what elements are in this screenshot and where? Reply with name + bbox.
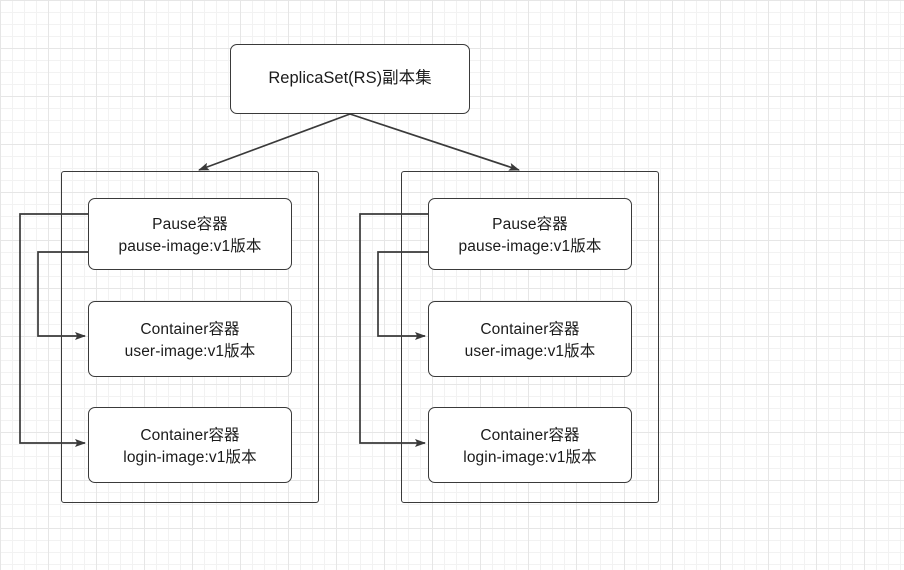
container-left-user[interactable]: Container容器 user-image:v1版本 — [88, 301, 292, 377]
pod-group-left[interactable] — [61, 171, 319, 503]
edge-rs-to-pod-left — [198, 113, 351, 171]
container-left-login[interactable]: Container容器 login-image:v1版本 — [88, 407, 292, 483]
container-right-login[interactable]: Container容器 login-image:v1版本 — [428, 407, 632, 483]
container-left-user-line2: user-image:v1版本 — [124, 343, 256, 360]
edge-rs-to-pod-right — [349, 113, 520, 171]
container-right-login-line1: Container容器 — [480, 427, 580, 444]
container-left-pause-line2: pause-image:v1版本 — [118, 238, 262, 255]
node-replicaset[interactable]: ReplicaSet(RS)副本集 — [230, 44, 470, 114]
container-right-user[interactable]: Container容器 user-image:v1版本 — [428, 301, 632, 377]
container-right-user-line1: Container容器 — [480, 321, 580, 338]
container-left-login-line2: login-image:v1版本 — [123, 449, 257, 466]
container-right-user-line2: user-image:v1版本 — [464, 343, 596, 360]
container-right-pause-line2: pause-image:v1版本 — [458, 238, 602, 255]
container-left-user-line1: Container容器 — [140, 321, 240, 338]
container-left-pause[interactable]: Pause容器 pause-image:v1版本 — [88, 198, 292, 270]
container-right-pause[interactable]: Pause容器 pause-image:v1版本 — [428, 198, 632, 270]
container-right-pause-line1: Pause容器 — [492, 216, 568, 233]
node-replicaset-label: ReplicaSet(RS)副本集 — [268, 69, 432, 88]
container-left-pause-line1: Pause容器 — [152, 216, 228, 233]
pod-group-right[interactable] — [401, 171, 659, 503]
container-right-login-line2: login-image:v1版本 — [463, 449, 597, 466]
container-left-login-line1: Container容器 — [140, 427, 240, 444]
